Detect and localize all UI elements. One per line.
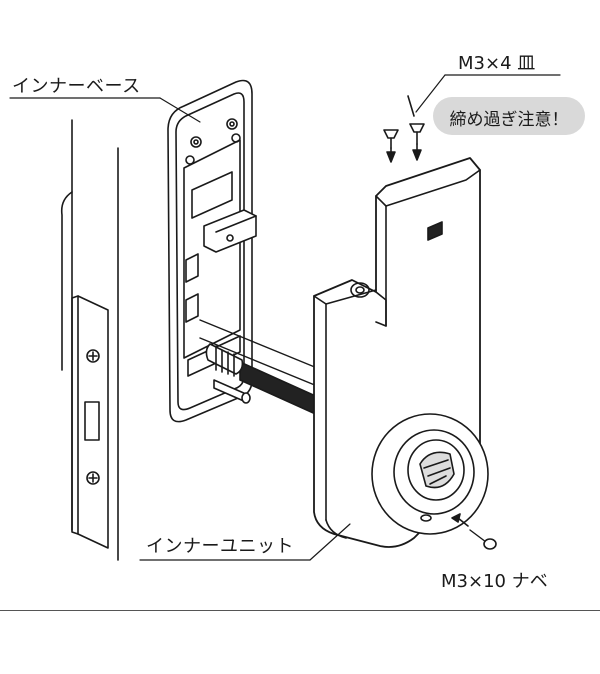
caution-badge: 締め過ぎ注意！ (433, 97, 585, 135)
caution-text: 締め過ぎ注意！ (449, 110, 569, 130)
label-inner-unit: インナーユニット (146, 536, 294, 557)
label-screw-bottom: M3×10 ナベ (441, 571, 548, 592)
bottom-screw (451, 513, 497, 550)
inner-unit-body (313, 157, 489, 548)
leader-lines (9, 74, 561, 561)
top-screws (383, 95, 425, 163)
label-inner-base: インナーベース (12, 76, 141, 97)
bottom-divider (0, 610, 600, 611)
latch-faceplate (71, 295, 109, 549)
label-screw-top: M3×4 皿 (458, 53, 536, 74)
